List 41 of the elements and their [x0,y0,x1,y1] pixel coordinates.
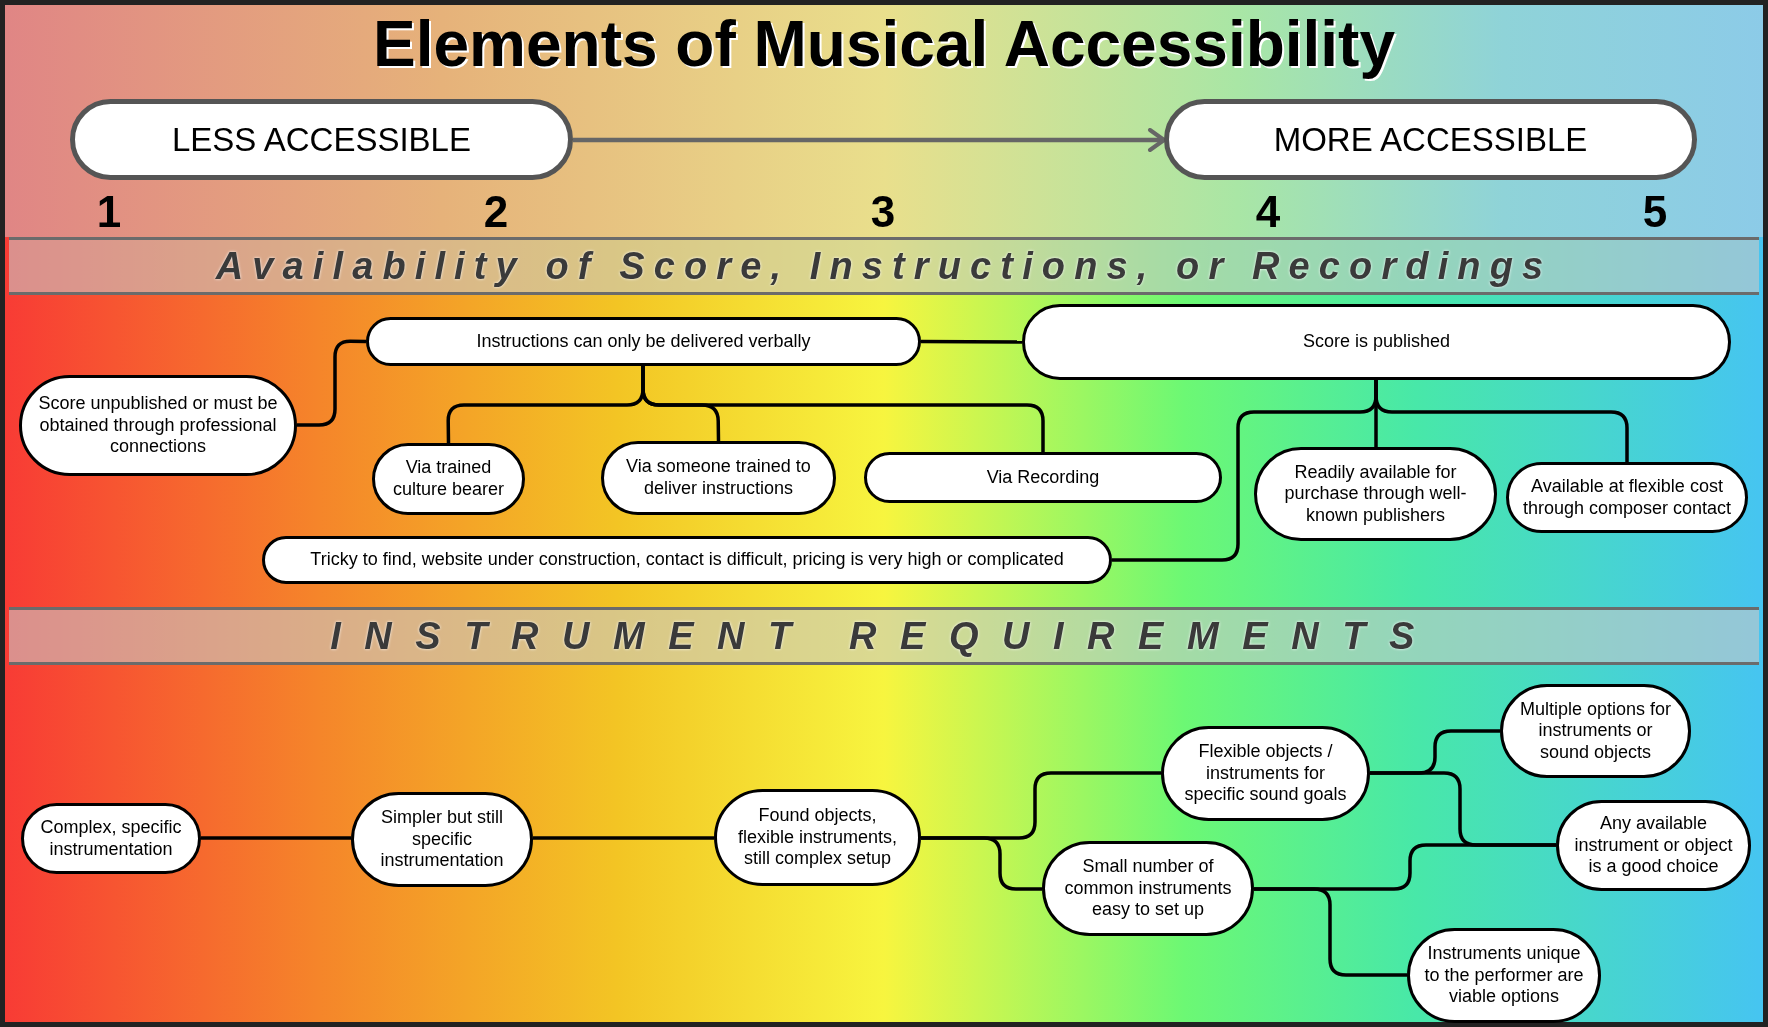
arrow [573,128,1166,152]
node-text: Available at flexible cost through composer contact [1521,475,1733,520]
scale-end-label: LESS ACCESSIBLE [172,119,471,160]
connector-line [201,836,351,840]
scale-number: 5 [1641,186,1669,238]
node-text: Score unpublished or must be obtained through professional connections [37,393,279,458]
connector-line [921,836,1042,891]
scale-number: 1 [95,186,123,238]
node-text: Tricky to find, website under construction, contact is difficult, pricing is very high or complicated [310,549,1064,571]
node-text: Instructions can only be delivered verbally [476,330,811,353]
rounded-box [366,317,921,366]
connector-line [533,836,714,840]
scale-end-label: MORE ACCESSIBLE [1273,119,1588,160]
node-text: Instruments unique to the performer are viable options [1423,943,1585,1008]
connector-line [921,339,1022,344]
node-text: Multiple options for instruments or sound objects [1518,698,1673,764]
scale-number: 4 [1254,186,1282,238]
connector-line [641,366,1045,452]
section-heading: Availability of Score, Instructions, or Recordings [215,243,1553,289]
rounded-box [262,536,1112,584]
scale-number: 2 [482,186,510,238]
section-band [9,607,1759,665]
node-text: Found objects, flexible instruments, still complex setup [736,805,899,870]
node-text: Via someone trained to deliver instructions [625,456,812,500]
node-text: Score is published [1302,331,1451,353]
node-text: Via Recording [986,466,1100,489]
rounded-box [864,452,1222,503]
node-text: Flexible objects / instruments for specific sound goals [1183,741,1348,806]
connector-line [1374,380,1629,462]
section-heading: INSTRUMENT REQUIREMENTS [330,613,1438,659]
node-text: Simpler but still specific instrumentation [379,807,505,872]
scale-number: 3 [869,186,897,238]
diagram-title: Elements of Musical Accessibility [372,7,1396,82]
node-text: Any available instrument or object is a good choice [1573,813,1734,878]
node-text: Via trained culture bearer [391,457,506,501]
node-text: Complex, specific instrumentation [39,816,183,861]
node-text: Readily available for purchase through well-known publishers [1283,461,1468,527]
section-band [9,237,1759,295]
connector-line [297,339,367,427]
connector-line [1254,887,1407,977]
node-text: Small number of common instruments easy to set up [1063,856,1233,921]
